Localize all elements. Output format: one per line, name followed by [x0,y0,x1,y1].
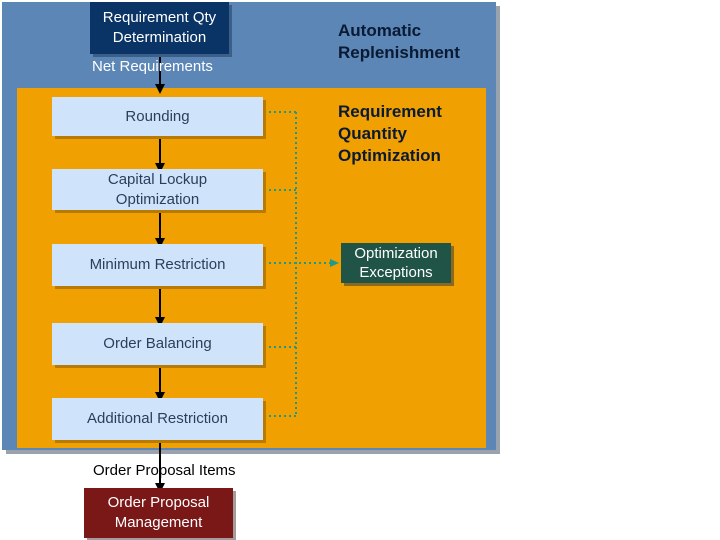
step-minimum-restriction-label: Minimum Restriction [89,256,226,273]
optimization-exceptions-box: Optimization Exceptions [341,243,451,283]
dotted-exception-connectors [264,111,339,417]
exceptions-line-1: Optimization [354,245,438,262]
step-capital-lockup-line-2: Optimization [115,190,200,208]
inner-title-line-3: Optimization [338,146,441,165]
quantity-optimization-title: Requirement Quantity Optimization [338,101,442,167]
inner-title-line-2: Quantity [338,124,407,143]
automatic-replenishment-title: Automatic Replenishment [338,20,460,64]
top-box-line-2: Determination [112,29,207,46]
bottom-box-line-1: Order Proposal [107,494,210,511]
order-proposal-items-label: Order Proposal Items [93,462,236,479]
order-proposal-management-box: Order Proposal Management [84,488,233,538]
step-rounding: Rounding [52,97,263,136]
outer-title-line-2: Replenishment [338,43,460,62]
inner-title-line-1: Requirement [338,102,442,121]
step-capital-lockup-line-1: Capital Lockup [107,170,208,188]
top-box-line-1: Requirement Qty [102,9,217,26]
step-order-balancing-label: Order Balancing [103,335,212,352]
net-requirements-label: Net Requirements [92,58,213,75]
requirement-qty-determination-box: Requirement Qty Determination [90,2,229,54]
outer-title-line-1: Automatic [338,21,422,40]
step-minimum-restriction: Minimum Restriction [52,244,263,286]
step-additional-restriction: Additional Restriction [52,398,263,440]
step-order-balancing: Order Balancing [52,323,263,365]
step-additional-restriction-label: Additional Restriction [87,410,228,427]
step-rounding-label: Rounding [125,107,190,125]
exceptions-line-2: Exceptions [359,264,433,281]
step-capital-lockup-optimization: Capital Lockup Optimization [52,169,263,210]
bottom-box-line-2: Management [114,514,203,531]
